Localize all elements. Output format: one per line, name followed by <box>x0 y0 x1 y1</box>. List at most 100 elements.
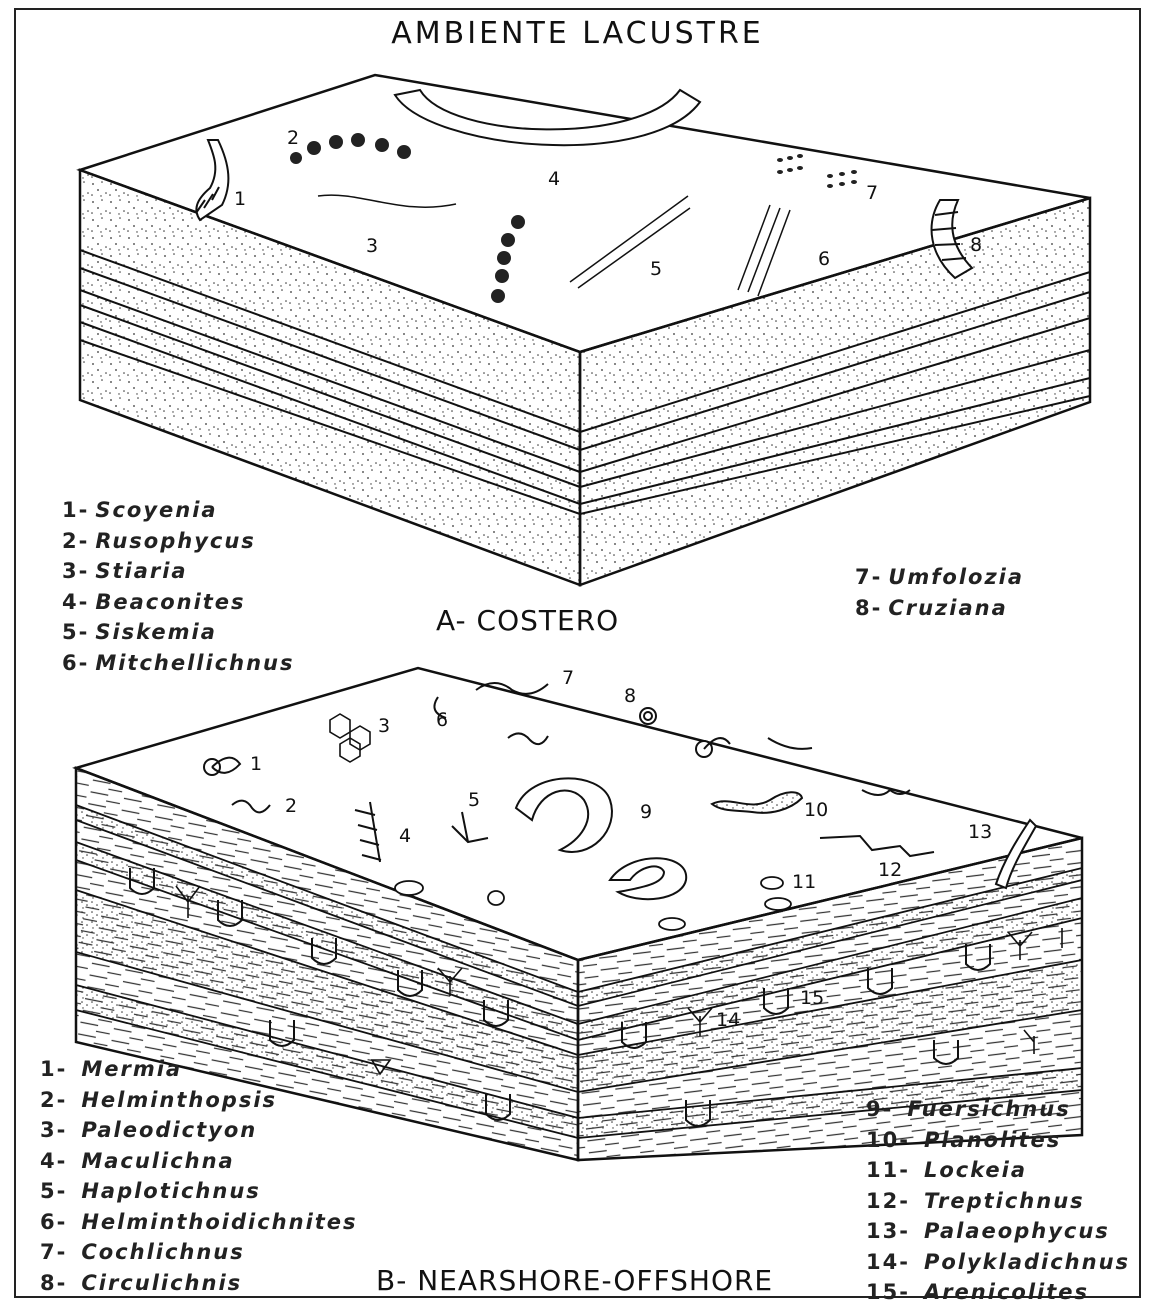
legend-item: 1- Mermia <box>40 1054 358 1085</box>
legend-item: 6- Helminthoidichnites <box>40 1207 358 1238</box>
legend-number: 2- <box>40 1088 67 1112</box>
marker-b-6: 6 <box>436 709 448 731</box>
legend-item: 10- Planolites <box>866 1125 1130 1156</box>
marker-b-1: 1 <box>250 753 262 775</box>
legend-number: 3- <box>40 1118 67 1142</box>
legend-number: 10- <box>866 1128 910 1152</box>
legend-name: Stiaria <box>95 559 187 583</box>
legend-number: 1- <box>62 498 89 522</box>
marker-b-8: 8 <box>624 685 636 707</box>
legend-name: Fuersichnus <box>907 1097 1070 1121</box>
legend-item: 3- Paleodictyon <box>40 1115 358 1146</box>
marker-a-7: 7 <box>866 182 878 204</box>
legend-name: Mitchellichnus <box>95 651 294 675</box>
legend-name: Mermia <box>81 1057 182 1081</box>
legend-number: 7- <box>855 565 882 589</box>
legend-number: 6- <box>40 1210 67 1234</box>
legend-name: Planolites <box>924 1128 1061 1152</box>
legend-number: 3- <box>62 559 89 583</box>
block-a-label: A- COSTERO <box>436 604 619 637</box>
legend-item: 8- Circulichnis <box>40 1268 358 1299</box>
legend-b-right: 9- Fuersichnus 10- Planolites 11- Lockeia 1… <box>866 1094 1130 1308</box>
legend-name: Haplotichnus <box>81 1179 260 1203</box>
legend-b-left: 1-Mermia 2-Helminthopsis 3-Paleodictyon … <box>40 1054 358 1298</box>
legend-a-right: 7-Umfolozia 8-Cruziana <box>855 562 1024 623</box>
marker-b-12: 12 <box>878 859 902 881</box>
legend-number: 11- <box>866 1158 910 1182</box>
legend-item: 12- Treptichnus <box>866 1186 1130 1217</box>
legend-name: Rusophycus <box>95 529 255 553</box>
marker-b-4: 4 <box>399 825 411 847</box>
marker-b-10: 10 <box>804 799 828 821</box>
marker-a-4: 4 <box>548 168 560 190</box>
legend-number: 5- <box>40 1179 67 1203</box>
legend-item: 1-Scoyenia <box>62 495 295 526</box>
legend-name: Helminthopsis <box>81 1088 277 1112</box>
legend-item: 7-Umfolozia <box>855 562 1024 593</box>
legend-item: 9- Fuersichnus <box>866 1094 1130 1125</box>
legend-item: 13- Palaeophycus <box>866 1216 1130 1247</box>
marker-a-1: 1 <box>234 188 246 210</box>
legend-item: 8-Cruziana <box>855 593 1024 624</box>
legend-number: 12- <box>866 1189 910 1213</box>
legend-item: 2- Helminthopsis <box>40 1085 358 1116</box>
legend-name: Umfolozia <box>888 565 1024 589</box>
trace-circulichnis <box>640 708 656 724</box>
legend-item: 5-Siskemia <box>62 617 295 648</box>
legend-a-left: 1-Scoyenia 2-Rusophycus 3-Stiaria 4-Beac… <box>62 495 295 678</box>
legend-item: 2-Rusophycus <box>62 526 295 557</box>
legend-item: 7- Cochlichnus <box>40 1237 358 1268</box>
legend-item: 4-Beaconites <box>62 587 295 618</box>
legend-item: 11- Lockeia <box>866 1155 1130 1186</box>
marker-a-6: 6 <box>818 248 830 270</box>
legend-number: 8- <box>855 596 882 620</box>
legend-item: 5- Haplotichnus <box>40 1176 358 1207</box>
block-b-label: B- NEARSHORE-OFFSHORE <box>376 1264 773 1297</box>
legend-item: 4- Maculichna <box>40 1146 358 1177</box>
legend-name: Helminthoidichnites <box>81 1210 357 1234</box>
marker-a-3: 3 <box>366 235 378 257</box>
marker-b-7: 7 <box>562 667 574 689</box>
legend-name: Circulichnis <box>81 1271 242 1295</box>
legend-number: 9- <box>866 1097 893 1121</box>
marker-b-3: 3 <box>378 715 390 737</box>
legend-number: 14- <box>866 1250 910 1274</box>
legend-name: Paleodictyon <box>81 1118 257 1142</box>
legend-name: Palaeophycus <box>924 1219 1110 1243</box>
legend-item: 3-Stiaria <box>62 556 295 587</box>
legend-item: 6-Mitchellichnus <box>62 648 295 679</box>
legend-number: 2- <box>62 529 89 553</box>
legend-number: 4- <box>40 1149 67 1173</box>
legend-number: 1- <box>40 1057 67 1081</box>
legend-name: Cruziana <box>888 596 1007 620</box>
marker-a-5: 5 <box>650 258 662 280</box>
legend-name: Lockeia <box>924 1158 1027 1182</box>
legend-item: 15- Arenicolites <box>866 1277 1130 1308</box>
legend-name: Polykladichnus <box>924 1250 1130 1274</box>
legend-number: 15- <box>866 1280 910 1304</box>
legend-name: Beaconites <box>95 590 245 614</box>
legend-number: 8- <box>40 1271 67 1295</box>
legend-name: Treptichnus <box>924 1189 1085 1213</box>
legend-name: Arenicolites <box>924 1280 1089 1304</box>
legend-number: 4- <box>62 590 89 614</box>
marker-a-8: 8 <box>970 234 982 256</box>
legend-number: 13- <box>866 1219 910 1243</box>
marker-b-14: 14 <box>716 1009 740 1031</box>
legend-number: 5- <box>62 620 89 644</box>
legend-name: Cochlichnus <box>81 1240 244 1264</box>
marker-b-5: 5 <box>468 789 480 811</box>
legend-name: Scoyenia <box>95 498 217 522</box>
marker-b-9: 9 <box>640 801 652 823</box>
marker-b-11: 11 <box>792 871 816 893</box>
marker-a-2: 2 <box>287 127 299 149</box>
marker-b-15: 15 <box>800 987 824 1009</box>
legend-number: 6- <box>62 651 89 675</box>
legend-name: Siskemia <box>95 620 217 644</box>
marker-b-13: 13 <box>968 821 992 843</box>
marker-b-2: 2 <box>285 795 297 817</box>
legend-item: 14- Polykladichnus <box>866 1247 1130 1278</box>
legend-number: 7- <box>40 1240 67 1264</box>
legend-name: Maculichna <box>81 1149 234 1173</box>
